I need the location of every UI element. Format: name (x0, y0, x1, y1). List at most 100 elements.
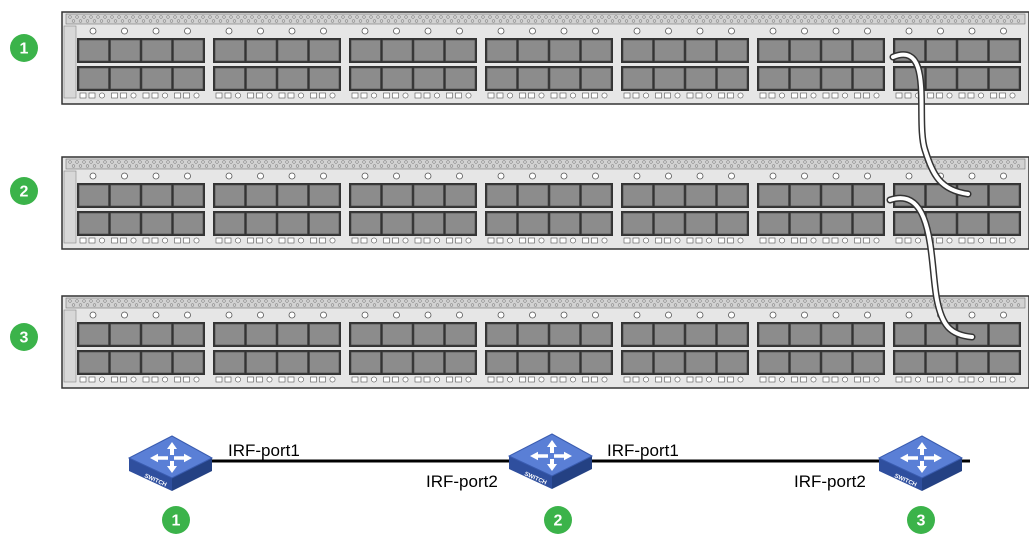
status-led (728, 27, 735, 35)
status-led (769, 311, 777, 319)
status-led (1000, 27, 1007, 35)
port (277, 184, 308, 207)
status-led (801, 27, 808, 35)
port-group (757, 27, 885, 99)
status-led (769, 172, 777, 180)
status-led (89, 27, 97, 35)
vent-strip (65, 297, 1026, 309)
irf-port2-label-switch-2: IRF-port2 (426, 472, 498, 491)
port (957, 351, 988, 374)
badge-number: 3 (20, 330, 29, 347)
status-led (801, 172, 808, 180)
port (246, 184, 277, 207)
irf-port1-label-switch-1: IRF-port1 (228, 441, 300, 460)
port (758, 39, 789, 62)
port (957, 212, 988, 235)
port (445, 351, 476, 374)
status-led (393, 27, 400, 35)
port (173, 67, 204, 90)
status-led (89, 311, 97, 319)
switch-arrows (530, 440, 572, 471)
port (141, 184, 172, 207)
port (110, 212, 141, 235)
port (277, 39, 308, 62)
port (894, 351, 925, 374)
status-led (288, 172, 296, 180)
status-led (832, 27, 840, 35)
chassis-stack (61, 11, 1029, 389)
status-led (633, 311, 641, 319)
port-group (893, 311, 1021, 383)
port (821, 39, 852, 62)
status-led (592, 311, 599, 319)
port (246, 212, 277, 235)
port (78, 212, 109, 235)
port (382, 67, 413, 90)
status-led (832, 311, 840, 319)
status-led (864, 172, 871, 180)
port (926, 67, 957, 90)
status-led (728, 172, 735, 180)
chassis-badge-2: 2 (10, 177, 38, 205)
status-led (560, 311, 568, 319)
port (717, 351, 748, 374)
port (350, 184, 381, 207)
port (518, 351, 549, 374)
port-group (757, 311, 885, 383)
device-badge-1: 1 (162, 506, 190, 534)
port (382, 323, 413, 346)
port (790, 39, 821, 62)
status-led (225, 311, 233, 319)
port (141, 39, 172, 62)
port (78, 39, 109, 62)
status-led (1000, 172, 1007, 180)
port (246, 39, 277, 62)
chassis-badge-1: 1 (10, 34, 38, 62)
port (853, 39, 884, 62)
port (654, 323, 685, 346)
port (758, 351, 789, 374)
status-led (905, 27, 913, 35)
vent-strip (65, 13, 1026, 25)
port (413, 184, 444, 207)
device-badge-2: 2 (544, 506, 572, 534)
port (758, 67, 789, 90)
port (989, 39, 1020, 62)
port (246, 67, 277, 90)
port (486, 323, 517, 346)
port (445, 67, 476, 90)
status-led (633, 172, 641, 180)
port (277, 323, 308, 346)
status-led (529, 311, 536, 319)
port (894, 323, 925, 346)
status-led (121, 27, 128, 35)
port-group (77, 311, 205, 383)
port (989, 212, 1020, 235)
status-led (968, 311, 976, 319)
port-group (485, 172, 613, 244)
port (758, 212, 789, 235)
device-badge-3: 3 (907, 506, 935, 534)
port (110, 67, 141, 90)
port (654, 184, 685, 207)
port (581, 351, 612, 374)
port-group (485, 27, 613, 99)
port-group (77, 27, 205, 99)
status-led (320, 311, 327, 319)
status-led (257, 311, 264, 319)
port (622, 67, 653, 90)
port (413, 67, 444, 90)
irf-cable-1 (889, 51, 972, 198)
port-group (349, 311, 477, 383)
port (654, 351, 685, 374)
port (685, 212, 716, 235)
port (350, 212, 381, 235)
port (518, 39, 549, 62)
port (957, 67, 988, 90)
status-led (456, 27, 463, 35)
port (173, 212, 204, 235)
port-group (349, 27, 477, 99)
port (110, 184, 141, 207)
port-group (213, 172, 341, 244)
port (758, 184, 789, 207)
